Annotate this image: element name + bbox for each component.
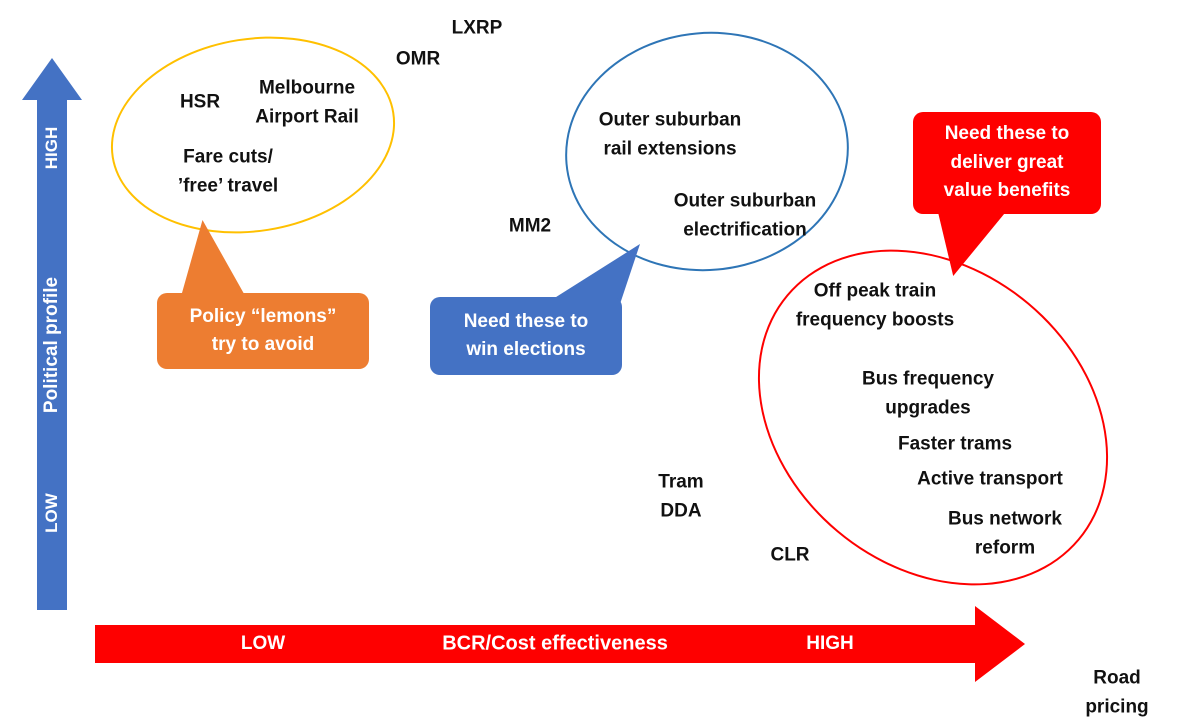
vertical-axis-shaft: [37, 100, 67, 610]
vertical-axis-arrowhead: [22, 58, 82, 100]
label-road-pricing: Road pricing: [1085, 667, 1149, 718]
blue-callout: Need these to win elections: [430, 297, 622, 375]
yellow-cluster-ellipse: [96, 16, 410, 254]
label-faster-trams: Faster trams: [897, 433, 1013, 455]
label-omr: OMR: [395, 48, 441, 70]
label-bus-network-reform: Bus network reform: [947, 508, 1063, 559]
label-melbourne-airport-rail: Melbourne Airport Rail: [255, 77, 359, 128]
label-off-peak-train: Off peak train frequency boosts: [795, 280, 955, 331]
horizontal-axis-title: BCR/Cost effectiveness: [442, 632, 668, 655]
orange-callout: Policy “lemons” try to avoid: [157, 293, 369, 369]
label-tram-dda: Tram DDA: [658, 471, 704, 522]
label-lxrp: LXRP: [451, 17, 503, 39]
label-bus-frequency-upgrades: Bus frequency upgrades: [862, 368, 994, 419]
horizontal-axis-high-label: HIGH: [806, 633, 854, 654]
vertical-axis-low-label: LOW: [42, 493, 61, 533]
label-outer-suburban-rail-extensions: Outer suburban rail extensions: [598, 109, 742, 160]
vertical-axis-high-label: HIGH: [42, 126, 61, 170]
label-hsr: HSR: [179, 91, 221, 113]
red-callout: Need these to deliver great value benefi…: [913, 112, 1101, 214]
vertical-axis-title: Political profile: [41, 276, 62, 414]
label-active-transport: Active transport: [917, 468, 1063, 490]
horizontal-axis-arrowhead: [975, 606, 1025, 682]
horizontal-axis-shaft: [95, 625, 977, 663]
label-clr: CLR: [770, 544, 810, 566]
blue-callout-tail: [545, 244, 640, 304]
label-outer-suburban-electrification: Outer suburban electrification: [673, 190, 817, 241]
label-mm2: MM2: [508, 215, 552, 237]
label-fare-cuts: Fare cuts/ ’free’ travel: [177, 146, 279, 197]
horizontal-axis-low-label: LOW: [240, 633, 286, 654]
